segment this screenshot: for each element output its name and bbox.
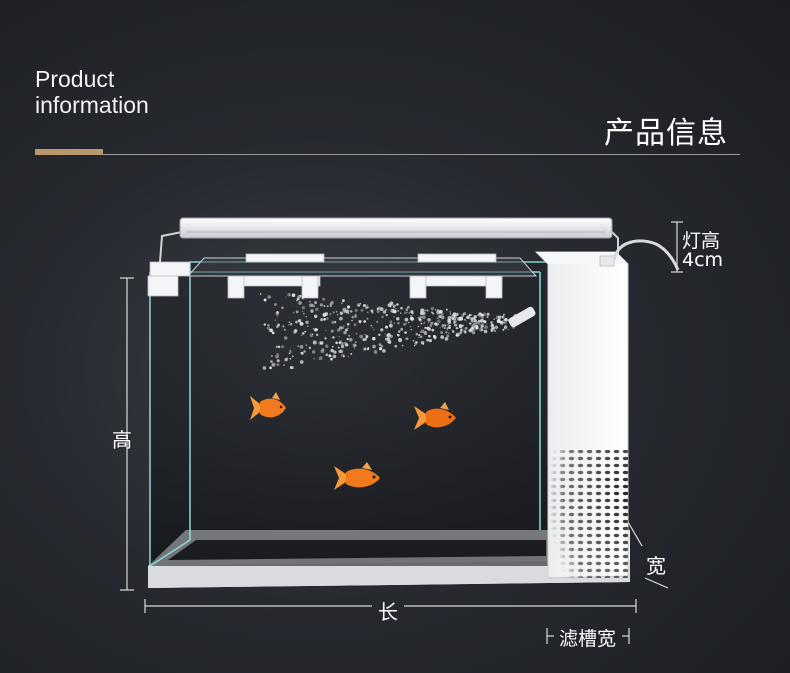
led-lamp [179,217,613,239]
air-bubbles [259,292,518,370]
filter-box [534,251,629,579]
width-dimension-line [627,521,669,589]
header-title-cn: 产品信息 [604,116,728,151]
cover-clips [147,253,503,299]
goldfish-3 [334,462,380,490]
aquarium-water [150,262,548,566]
light-height-label: 灯高 4cm [682,232,723,270]
width-label: 宽 [646,554,666,578]
light-height-label-line2: 4cm [682,249,724,271]
length-dimension-line [144,599,637,613]
light-height-dimension-line [671,221,683,273]
filter-width-label: 滤槽宽 [559,628,617,650]
header-accent-bar [35,149,103,155]
height-dimension-line [120,277,134,591]
header-title-en-line1: Product [35,66,115,92]
goldfish-1 [250,392,286,420]
filter-hose [612,239,680,271]
header-title-en-line2: information [35,92,149,118]
filter-outlet-nozzle [508,306,536,328]
header-divider [35,154,740,155]
goldfish-2 [414,402,456,430]
length-label: 长 [378,600,398,624]
height-label: 高 [112,428,132,452]
light-height-label-line1: 灯高 [682,230,721,252]
filter-width-dimension-line [546,628,630,644]
header-title-en: Product information [35,66,149,118]
